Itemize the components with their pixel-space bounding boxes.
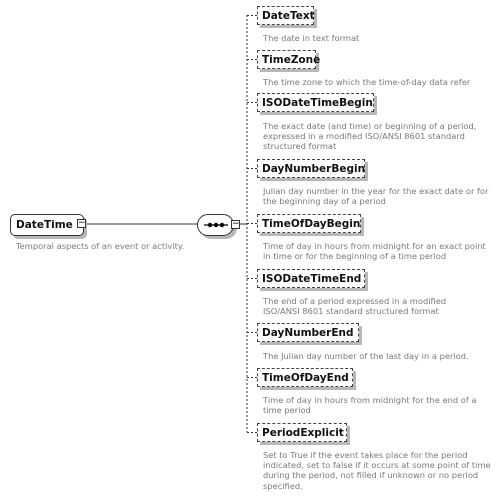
description-line: The date in text format [263, 33, 360, 43]
root-description: Temporal aspects of an event or activity… [16, 241, 185, 251]
description-line: time period [263, 405, 311, 416]
element-daynumberend[interactable]: DayNumberEnd [257, 323, 359, 342]
description-line: ISO/ANSI 8601 standard structured format [263, 306, 439, 317]
element-description: The Julian day number of the last day in… [263, 351, 469, 361]
element-label: TimeZone [262, 53, 321, 66]
element-label: ISODateTimeBegin [262, 96, 373, 109]
description-line: during the period, not filled if unknown… [263, 470, 479, 481]
description-line: Julian day number in the year for the ex… [263, 186, 489, 196]
element-description: Set to True if the event takes place for… [263, 450, 491, 491]
description-line: Time of day in hours from midnight for a… [263, 241, 486, 251]
description-line: Set to True if the event takes place for… [263, 450, 468, 460]
element-description: Time of day in hours from midnight for a… [263, 241, 486, 261]
element-timeofdayend[interactable]: TimeOfDayEnd [257, 368, 353, 387]
element-datetext[interactable]: DateText [257, 6, 315, 25]
element-periodexplicit[interactable]: PeriodExplicit [257, 423, 347, 442]
root-element-label: DateTime [16, 219, 73, 231]
description-line: the beginning day of a period [263, 196, 386, 207]
sequence-compositor[interactable] [197, 214, 234, 236]
description-line: The exact date (and time) or beginning o… [263, 121, 477, 131]
description-line: in time or for the beginning of a time p… [263, 251, 447, 262]
element-label: ISODateTimeEnd [262, 272, 362, 285]
minus-toggle-icon[interactable]: − [77, 218, 86, 228]
element-description: The date in text format [263, 33, 359, 43]
element-label: DayNumberBegin [262, 162, 366, 175]
element-isodatetimebegin[interactable]: ISODateTimeBegin [257, 93, 374, 112]
description-line: The end of a period expressed in a modif… [263, 296, 447, 306]
element-label: TimeOfDayBegin [262, 217, 361, 230]
description-line: expressed in a modified ISO/ANSI 8601 st… [263, 131, 465, 142]
element-label: TimeOfDayEnd [262, 371, 349, 384]
element-description: The end of a period expressed in a modif… [263, 296, 446, 316]
sequence-compositor-icon [204, 222, 228, 228]
element-description: Time of day in hours from midnight for t… [263, 395, 477, 415]
element-timezone[interactable]: TimeZone [257, 50, 320, 69]
element-isodatetimeend[interactable]: ISODateTimeEnd [257, 269, 365, 288]
element-timeofdaybegin[interactable]: TimeOfDayBegin [257, 214, 361, 233]
element-description: The exact date (and time) or beginning o… [263, 121, 476, 152]
description-line: specified. [263, 480, 303, 491]
description-line: indicated, set to false if it occurs at … [263, 460, 491, 471]
description-line: Time of day in hours from midnight for t… [263, 395, 477, 405]
element-description: Julian day number in the year for the ex… [263, 186, 488, 206]
element-label: DayNumberEnd [262, 326, 354, 339]
element-daynumberbegin[interactable]: DayNumberBegin [257, 159, 365, 178]
description-line: structured format [263, 141, 337, 152]
element-label: DateText [262, 9, 315, 22]
description-line: The Julian day number of the last day in… [263, 351, 469, 361]
element-description: The time zone to which the time-of-day d… [263, 77, 470, 87]
root-element-datetime[interactable]: DateTime [10, 214, 84, 236]
minus-toggle-icon[interactable]: − [231, 219, 240, 229]
element-label: PeriodExplicit [262, 426, 344, 439]
description-line: The time zone to which the time-of-day d… [263, 77, 471, 87]
